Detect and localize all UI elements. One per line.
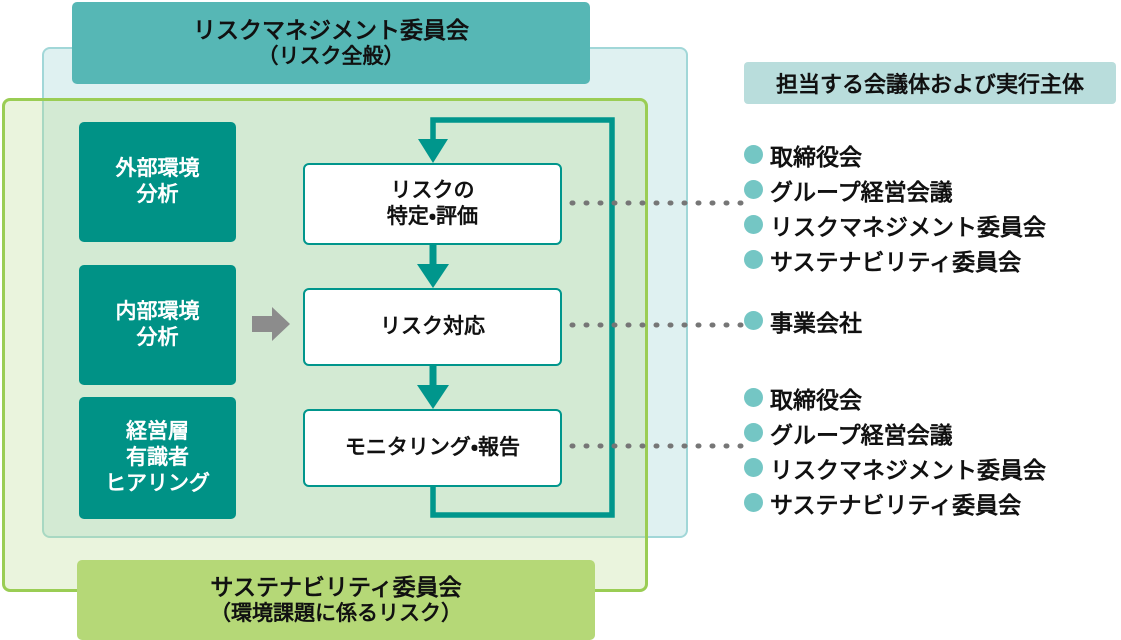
process-line-1: リスクの xyxy=(390,178,475,202)
process-box-risk-response: リスク対応 xyxy=(303,288,562,366)
banner-sus-title: サステナビリティ委員会 xyxy=(210,574,462,601)
legend-item-label: リスクマネジメント委員会 xyxy=(770,213,1046,240)
input-line-1: 内部環境 xyxy=(115,299,200,323)
process-box-risk-identification-evaluation: リスクの 特定・評価 xyxy=(303,163,562,245)
input-box-external-label: 外部環境 分析 xyxy=(116,156,200,209)
banner-risk-management-committee: リスクマネジメント委員会 （リスク全般） xyxy=(72,2,590,84)
banner-sustainability-committee: サステナビリティ委員会 （環境課題に係るリスク） xyxy=(77,560,595,640)
process-line-1: リスク対応 xyxy=(380,314,485,338)
banner-sus-subtitle: （環境課題に係るリスク） xyxy=(210,602,462,626)
legend-item-label: グループ経営会議 xyxy=(770,178,953,205)
gray-right-arrow-icon xyxy=(252,307,290,341)
legend-item-label: サステナビリティ委員会 xyxy=(770,491,1022,518)
banner-rm-title: リスクマネジメント委員会 xyxy=(193,17,469,44)
bullet-icon xyxy=(744,250,763,269)
bullet-icon xyxy=(744,215,763,234)
input-box-external-environment-analysis: 外部環境 分析 xyxy=(79,122,236,242)
input-line-2: 有識者 xyxy=(126,445,189,469)
list-item: リスクマネジメント委員会 xyxy=(744,450,1120,485)
banner-rm-subtitle: （リスク全般） xyxy=(257,45,405,69)
list-item: リスクマネジメント委員会 xyxy=(744,207,1120,242)
input-box-internal-label: 内部環境 分析 xyxy=(116,299,200,352)
bullet-icon xyxy=(744,458,763,477)
bullet-icon xyxy=(744,423,763,442)
list-item: 取締役会 xyxy=(744,137,1120,172)
input-line-3: ヒアリング xyxy=(105,472,210,496)
legend-group-identification: 取締役会 グループ経営会議 リスクマネジメント委員会 サステナビリティ委員会 xyxy=(744,137,1120,277)
list-item: 取締役会 xyxy=(744,380,1120,415)
process-line-2: 特定・評価 xyxy=(386,205,479,228)
bullet-icon xyxy=(744,493,763,512)
bullet-icon xyxy=(744,311,763,330)
legend-item-label: 取締役会 xyxy=(770,143,862,170)
process-box-monitoring-reporting: モニタリング・報告 xyxy=(303,409,562,487)
legend-item-label: 事業会社 xyxy=(770,309,862,336)
input-box-management-expert-hearing: 経営層 有識者 ヒアリング xyxy=(79,397,236,519)
bullet-icon xyxy=(744,180,763,199)
list-item: 事業会社 xyxy=(744,303,1120,338)
legend-header: 担当する会議体および実行主体 xyxy=(744,62,1116,104)
list-item: サステナビリティ委員会 xyxy=(744,485,1120,520)
legend-item-label: リスクマネジメント委員会 xyxy=(770,456,1046,483)
process-line-1: モニタリング・報告 xyxy=(344,435,521,459)
bullet-icon xyxy=(744,145,763,164)
legend-group-response: 事業会社 xyxy=(744,303,1120,338)
bullet-icon xyxy=(744,388,763,407)
input-line-1: 経営層 xyxy=(126,419,189,443)
legend-item-label: 取締役会 xyxy=(770,386,862,413)
legend-item-label: サステナビリティ委員会 xyxy=(770,248,1022,275)
legend-group-monitoring: 取締役会 グループ経営会議 リスクマネジメント委員会 サステナビリティ委員会 xyxy=(744,380,1120,520)
process-box-0-label: リスクの 特定・評価 xyxy=(387,178,478,231)
input-line-2: 分析 xyxy=(136,183,179,206)
list-item: グループ経営会議 xyxy=(744,172,1120,207)
list-item: サステナビリティ委員会 xyxy=(744,242,1120,277)
input-line-1: 外部環境 xyxy=(115,156,200,180)
input-line-2: 分析 xyxy=(136,326,179,349)
input-box-hearing-label: 経営層 有識者 ヒアリング xyxy=(105,419,210,498)
list-item: グループ経営会議 xyxy=(744,415,1120,450)
input-box-internal-environment-analysis: 内部環境 分析 xyxy=(79,265,236,385)
legend-item-label: グループ経営会議 xyxy=(770,421,953,448)
